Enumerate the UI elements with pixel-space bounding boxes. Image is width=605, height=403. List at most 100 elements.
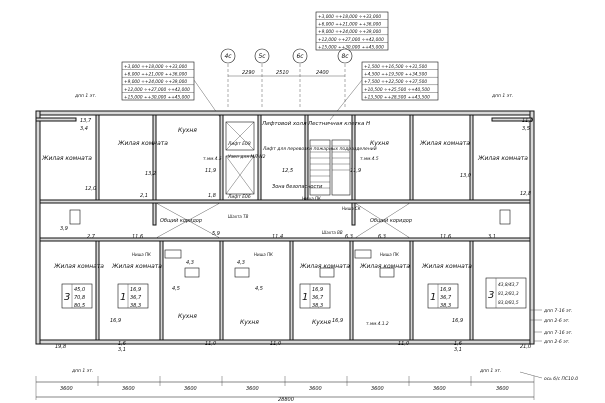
area-value: 6,3 <box>378 234 386 240</box>
room-label: Жилая комната <box>41 155 92 162</box>
note-label: Шахта ВВ <box>322 230 343 235</box>
note-label: дпп 2-6 эт. <box>543 339 570 345</box>
apt-area: 38,3 <box>130 303 141 309</box>
apt-area: 36,7 <box>440 295 452 301</box>
room-label: Общий коридор <box>370 218 412 224</box>
dim-label: 2510 <box>276 70 289 76</box>
elev-row: +1,500 ÷+16,500 ÷+31,500 <box>364 64 427 70</box>
dim-label: 3600 <box>371 386 384 392</box>
note-label: дпп 2-6 эт. <box>543 318 570 324</box>
apt-area: 16,9 <box>130 287 141 293</box>
apt-rooms: 1 <box>302 292 308 303</box>
elev-row: +13,500 ÷+28,500 ÷+43,500 <box>364 94 430 100</box>
dim-label: 2400 <box>316 70 329 76</box>
note-label: т.мм.4.5 <box>360 156 379 162</box>
dim-label: 3600 <box>60 386 73 392</box>
room-label: Лестничная клетка Н <box>307 121 370 127</box>
apt-area: 38,3 <box>440 303 451 309</box>
area-value: 19,8 <box>55 344 66 350</box>
note-label: т.мм.4.1.2 <box>366 321 389 327</box>
dim-label: 3600 <box>246 386 259 392</box>
note-label: дпп 1 эт. <box>71 368 93 374</box>
note-label: Узел для МЛ-Н2 <box>228 154 266 160</box>
elev-row: +3,000 ÷+18,000 ÷+33,000 <box>124 64 187 70</box>
area-value: 2,1 <box>140 193 148 199</box>
dim-label: 3600 <box>433 386 446 392</box>
note-label: Ниша ПК <box>132 252 151 257</box>
elev-row: +10,500 ÷+25,500 ÷+40,500 <box>364 87 430 93</box>
dim-label: 3600 <box>184 386 197 392</box>
apartment-tag: 1 16,9 36,7 38,3 <box>299 283 331 309</box>
apt-area: 43,8/43,7 <box>498 282 519 288</box>
note-label: дпп 1 эт. <box>491 93 513 99</box>
apartment-tag: 3 43,8/43,7 81,2/81,3 83,0/81,5 <box>485 277 527 309</box>
area-value: 12,0 <box>85 186 96 192</box>
note-label: дпп 1 эт. <box>74 93 96 99</box>
room-label: Лифтовой холл <box>261 121 307 127</box>
note-label: дпп 7-16 эт. <box>543 308 573 314</box>
area-value: 13,7 <box>80 118 92 124</box>
room-label: Общий коридор <box>160 218 202 224</box>
area-value: 11,0 <box>522 118 533 124</box>
apt-area: 36,7 <box>130 295 142 301</box>
note-label: дпп 7-16 эт. <box>543 330 573 336</box>
dim-label: 2290 <box>242 70 255 76</box>
annotations: дпп 1 эт. дпп 1 эт. дпп 1 эт. дпп 1 эт. … <box>71 93 578 382</box>
axis-label: 6с <box>296 53 304 60</box>
axis-label: 5с <box>258 53 266 60</box>
note-label: Ниша ПК <box>254 252 273 257</box>
area-value: 21,0 <box>520 344 531 350</box>
core-elements <box>69 121 511 278</box>
area-value: 3,5 <box>522 126 530 132</box>
apartment-tag: 1 16,9 36,7 38,3 <box>427 283 459 309</box>
area-value: 16,9 <box>452 318 463 324</box>
room-label: Кухня <box>370 140 389 147</box>
area-value: 12,5 <box>282 168 293 174</box>
elev-row: +15,000 ÷+30,000 ÷+45,000 <box>318 44 384 50</box>
apt-area: 36,7 <box>312 295 324 301</box>
area-value: 3,4 <box>80 126 88 132</box>
note-label: ось б/с ПС10.0 <box>544 376 578 382</box>
dim-label: 3600 <box>309 386 322 392</box>
elev-row: +6,000 ÷+21,000 ÷+36,000 <box>124 72 187 78</box>
room-label: Жилая комната <box>421 263 472 270</box>
area-value: 11,0 <box>398 341 409 347</box>
area-value: 4,3 <box>186 260 194 266</box>
room-label: Жилая комната <box>477 155 528 162</box>
elev-row: +15,000 ÷+30,000 ÷+45,000 <box>124 94 190 100</box>
room-label: Кухня <box>312 319 331 326</box>
note-label: Ниша ПК <box>302 196 321 201</box>
apartment-tag: 3 45,0 70,8 80,5 <box>61 283 93 309</box>
elevation-table-top: +3,000 ÷+18,000 ÷+33,000 +6,000 ÷+21,000… <box>315 11 389 50</box>
note-label: Лифт E08 <box>227 141 251 147</box>
area-value: 11,9 <box>350 168 361 174</box>
axis-label: 8с <box>341 53 349 60</box>
area-value: 5,9 <box>212 231 220 237</box>
area-value: 11,6 <box>132 234 143 240</box>
room-label: Жилая комната <box>299 263 350 270</box>
note-label: Лифт для перевозки пожарных подразделени… <box>262 146 377 152</box>
area-value: 4,5 <box>172 286 180 292</box>
apt-area: 83,0/81,5 <box>498 300 519 306</box>
elev-row: +4,500 ÷+19,500 ÷+34,500 <box>364 72 427 78</box>
apt-area: 80,5 <box>74 303 85 309</box>
area-value: 13,2 <box>145 171 156 177</box>
area-value: 13,0 <box>460 173 471 179</box>
area-values: 13,7 3,4 11,9 13,2 12,0 2,1 3,9 2,7 11,6… <box>55 118 533 353</box>
apt-rooms: 3 <box>488 290 494 301</box>
area-value: 11,4 <box>272 234 283 240</box>
area-value: 1,8 <box>208 193 216 199</box>
room-label: Жилая комната <box>53 263 104 270</box>
apt-area: 70,8 <box>74 295 85 301</box>
stair-flight <box>309 139 351 196</box>
apartment-tag: 1 16,9 36,7 38,3 <box>117 283 149 309</box>
note-label: Шахта ТВ <box>228 214 249 219</box>
apt-rooms: 3 <box>64 292 70 303</box>
area-value: 16,9 <box>332 318 343 324</box>
area-value: 1,6 <box>454 341 462 347</box>
area-value: 2,7 <box>87 234 96 240</box>
area-value: 6,3 <box>345 234 353 240</box>
area-value: 11,0 <box>205 341 216 347</box>
room-label: Кухня <box>240 319 259 326</box>
